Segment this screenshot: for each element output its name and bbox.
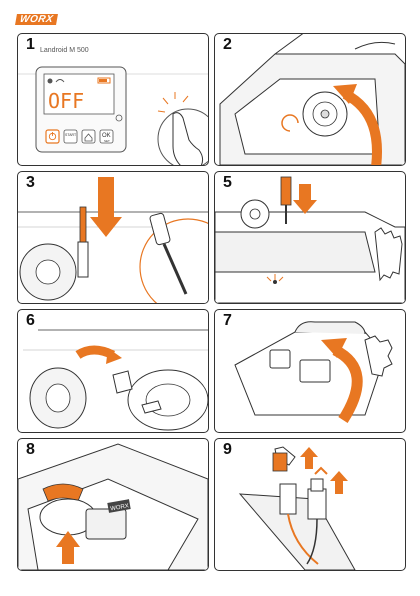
up-arrow-icon [56,531,80,564]
step-8-illustration: WORX [18,443,208,570]
connector-left [279,483,297,515]
svg-text:SET: SET [104,139,110,143]
start-button [63,129,78,144]
step-3-illustration [18,177,208,303]
worx-logo: WORX [15,14,59,25]
screwdriver-icon [77,241,89,278]
zoom-circle [139,218,208,303]
step-panel-9: 9 [214,438,406,571]
ok-button [99,129,114,144]
up-arrow-icon [300,447,318,469]
step-number: 6 [26,312,35,329]
svg-text:START: START [65,133,77,137]
step-panel-3: 3 [17,171,209,304]
step-panel-2: 2 [214,33,406,166]
step-panel-5: 5 [214,171,406,304]
up-arrow-icon [330,471,348,494]
step-panel-7: 7 [214,309,406,433]
screwdriver-icon [280,176,292,206]
step-panel-1: 1 Landroid M 500 OFF START OK SET [17,33,209,166]
connector-right [307,488,327,520]
step-5-illustration [215,176,405,303]
svg-text:WORX: WORX [110,503,129,512]
down-arrow-icon [90,177,122,237]
step-1-illustration: Landroid M 500 OFF START OK SET [18,47,208,165]
step-2-illustration [219,34,405,165]
step-9-illustration [238,446,356,570]
step-number: 5 [223,174,232,191]
step-number: 3 [26,174,35,191]
blade-icon [112,370,133,394]
down-arrow-icon [293,184,317,214]
svg-text:OK: OK [102,133,111,139]
rotate-arrow-icon [332,345,363,423]
step-panel-6: 6 [17,309,209,433]
step-6-illustration [23,329,208,431]
logo-text: WORX [15,14,59,25]
finger-icon [172,112,204,165]
model-label: Landroid M 500 [40,47,89,54]
step-number: 2 [223,36,232,53]
step-number: 8 [26,441,35,458]
worx-sticker [107,499,131,513]
step-number: 7 [223,312,232,329]
rotate-arrow-icon [342,89,382,165]
step-number: 9 [223,441,232,458]
lcd-display-text: OFF [48,89,84,113]
step-number: 1 [26,36,35,53]
power-button [45,129,60,144]
step-panel-8: 8 WORX [17,438,209,571]
step-7-illustration [234,321,393,423]
